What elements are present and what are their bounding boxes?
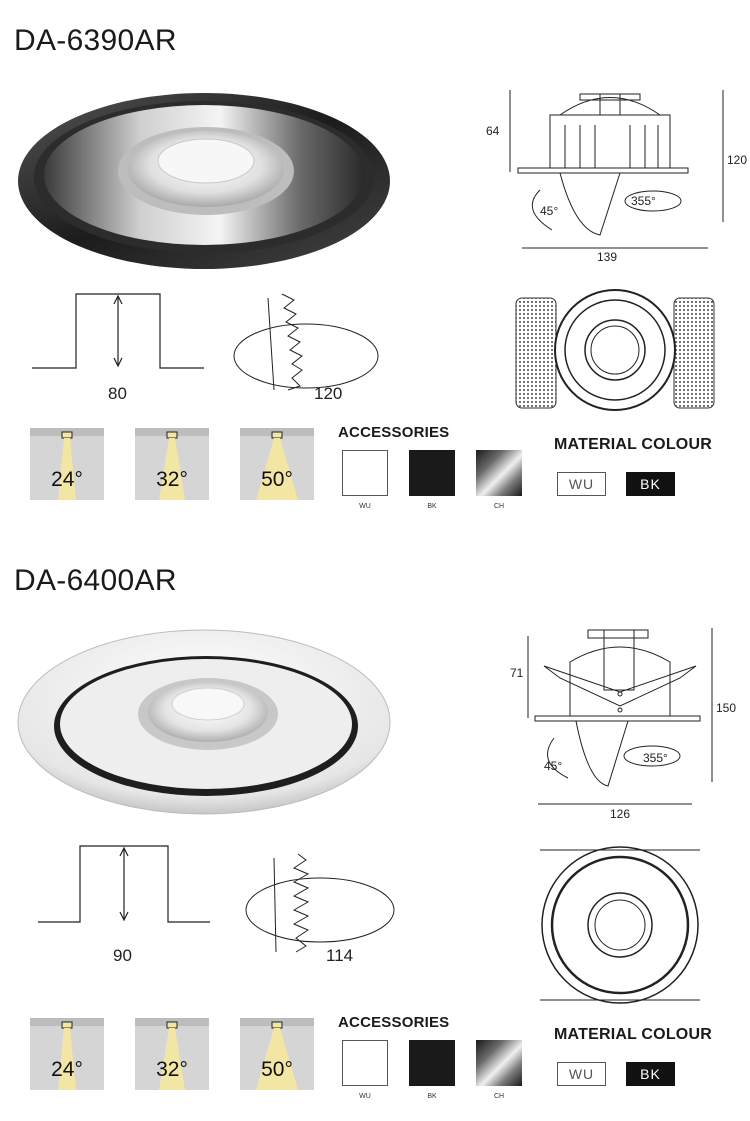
beam-angle-50: 50° — [240, 1018, 314, 1090]
beam-angle-24: 24° — [30, 428, 104, 500]
product-da-6400ar: DA-6400AR — [0, 560, 750, 1100]
dim-height-total: 150 — [716, 701, 737, 715]
beam-angle-32: 32° — [135, 1018, 209, 1090]
accessories-title: ACCESSORIES — [338, 1014, 450, 1031]
material-wu: WU — [557, 472, 606, 496]
swatch-bk — [409, 1040, 455, 1086]
swatch-label: BK — [427, 503, 437, 510]
swatch-label: WU — [359, 1093, 371, 1100]
material-colour-title: MATERIAL COLOUR — [554, 1026, 712, 1043]
recess-depth-drawing — [245, 853, 395, 953]
swatch-wu — [342, 450, 388, 496]
swatch-label: CH — [493, 1093, 505, 1100]
dim-cutout: 80 — [108, 384, 127, 403]
product-photo — [18, 93, 390, 269]
top-view-drawing — [540, 846, 700, 1004]
accessories-title: ACCESSORIES — [338, 424, 450, 441]
swatch-ch — [476, 1040, 522, 1086]
material-colour-title: MATERIAL COLOUR — [554, 436, 712, 453]
side-elevation-drawing — [509, 90, 724, 249]
dim-width: 139 — [597, 250, 618, 264]
beam-angle-24: 24° — [30, 1018, 104, 1090]
dim-rotation: 355° — [643, 751, 668, 765]
swatch-wu — [342, 1040, 388, 1086]
swatch-label: CH — [493, 503, 505, 510]
product-title: DA-6390AR — [14, 24, 177, 57]
dim-height-small: 64 — [486, 124, 500, 138]
dim-depth: 120 — [314, 384, 343, 403]
material-wu: WU — [557, 1062, 606, 1086]
swatch-ch — [476, 450, 522, 496]
product-title: DA-6400AR — [14, 564, 177, 597]
dim-tilt: 45° — [540, 204, 559, 218]
cutout-drawing — [32, 293, 204, 369]
dim-width: 126 — [610, 807, 631, 821]
dim-rotation: 355° — [631, 194, 656, 208]
beam-angle-50: 50° — [240, 428, 314, 500]
swatch-label: BK — [427, 1093, 437, 1100]
recess-depth-drawing — [233, 293, 379, 391]
product-da-6390ar: DA-6390AR — [0, 0, 750, 540]
dim-depth: 114 — [326, 946, 354, 965]
side-elevation-drawing — [527, 628, 713, 805]
swatch-bk — [409, 450, 455, 496]
material-bk: BK — [626, 472, 675, 496]
dim-tilt: 45° — [544, 759, 563, 773]
material-bk: BK — [626, 1062, 675, 1086]
dim-cutout: 90 — [113, 946, 132, 965]
top-view-drawing — [515, 289, 715, 411]
cutout-drawing — [38, 845, 210, 923]
beam-angle-32: 32° — [135, 428, 209, 500]
dim-height-small: 71 — [510, 666, 524, 680]
swatch-label: WU — [359, 503, 371, 510]
dim-height-total: 120 — [727, 153, 748, 167]
product-photo — [17, 629, 391, 815]
